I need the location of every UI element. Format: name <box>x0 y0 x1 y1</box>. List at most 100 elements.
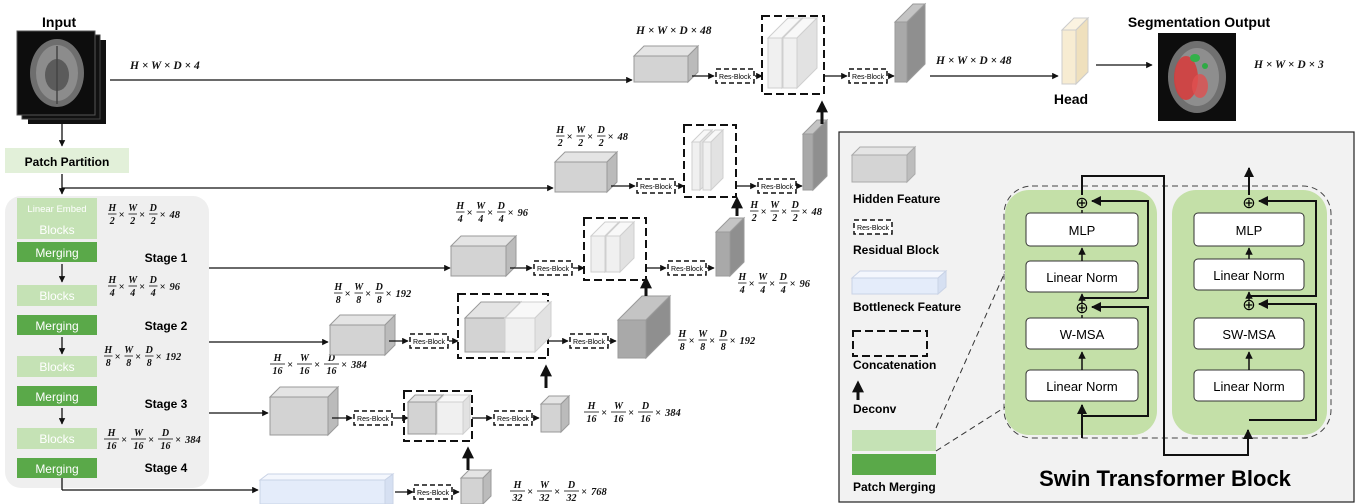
svg-text:×: × <box>487 208 493 219</box>
svg-text:Linear Norm: Linear Norm <box>1213 268 1285 283</box>
svg-text:8: 8 <box>356 295 361 306</box>
svg-text:D: D <box>779 272 787 283</box>
res-block: Res-Block <box>354 411 392 425</box>
input-title: Input <box>42 14 77 30</box>
svg-text:×: × <box>287 360 293 371</box>
res-block-label: Res-Block <box>573 339 605 346</box>
feature-cube <box>716 218 744 276</box>
svg-text:2: 2 <box>557 138 563 149</box>
svg-text:8: 8 <box>721 342 726 353</box>
svg-text:×: × <box>139 282 145 293</box>
svg-text:192: 192 <box>166 352 183 363</box>
residual-add-icon: ⊕ <box>1242 195 1255 212</box>
svg-text:W: W <box>540 480 550 491</box>
legend-patch-merging-label: Patch Merging <box>853 480 936 494</box>
svg-text:×: × <box>115 352 121 363</box>
svg-text:2: 2 <box>150 216 156 227</box>
patch-partition-label: Patch Partition <box>25 155 110 169</box>
feature-cube <box>634 46 698 82</box>
svg-text:4: 4 <box>739 285 745 296</box>
res-block-label: Res-Block <box>671 266 703 273</box>
svg-text:32: 32 <box>566 493 577 504</box>
svg-text:×: × <box>135 352 141 363</box>
res-block-label: Res-Block <box>417 490 449 497</box>
feature-cube <box>437 395 470 434</box>
dimension-label: H × W × D × 4 <box>129 60 200 72</box>
svg-text:H: H <box>555 125 565 136</box>
svg-text:×: × <box>761 207 767 218</box>
svg-text:4: 4 <box>498 214 504 225</box>
res-block-label: Res-Block <box>852 74 884 81</box>
feature-cube <box>461 470 491 504</box>
svg-text:×: × <box>314 360 320 371</box>
blocks-label: Blocks <box>39 223 74 237</box>
svg-text:4: 4 <box>477 214 483 225</box>
svg-text:H: H <box>333 282 343 293</box>
dimension-label: H4×W4×D4×96 <box>455 201 528 225</box>
feature-cube <box>451 236 516 276</box>
svg-text:8: 8 <box>336 295 341 306</box>
svg-text:32: 32 <box>512 493 523 504</box>
legend-residual-block-label: Residual Block <box>853 243 939 257</box>
feature-cube <box>541 396 569 432</box>
svg-text:2: 2 <box>598 138 604 149</box>
svg-text:×: × <box>608 132 614 143</box>
svg-text:4: 4 <box>129 288 135 299</box>
svg-text:×: × <box>365 289 371 300</box>
dimension-label: H × W × D × 3 <box>1253 59 1324 71</box>
output-title: Segmentation Output <box>1128 14 1271 30</box>
svg-text:D: D <box>375 282 383 293</box>
svg-text:4: 4 <box>457 214 463 225</box>
res-block-label: Res-Block <box>357 416 389 423</box>
svg-text:H: H <box>455 201 465 212</box>
res-block: Res-Block <box>854 220 892 234</box>
svg-text:×: × <box>554 487 560 498</box>
svg-text:W: W <box>134 428 144 439</box>
svg-text:Linear Norm: Linear Norm <box>1046 270 1118 285</box>
linear-embed-label: Linear Embed <box>27 204 86 215</box>
swin-title: Swin Transformer Block <box>1039 466 1292 491</box>
dimension-label: H × W × D × 48 <box>935 55 1012 67</box>
svg-text:4: 4 <box>780 285 786 296</box>
segmentation-output-image <box>1158 33 1236 121</box>
svg-text:H: H <box>107 428 117 439</box>
svg-text:384: 384 <box>350 360 367 371</box>
svg-text:D: D <box>719 329 727 340</box>
svg-text:2: 2 <box>577 138 583 149</box>
svg-text:384: 384 <box>664 408 681 419</box>
res-block: Res-Block <box>637 179 675 193</box>
svg-text:2: 2 <box>109 216 115 227</box>
legend-bottleneck-feature-label: Bottleneck Feature <box>853 300 961 314</box>
svg-text:×: × <box>160 210 166 221</box>
svg-text:SW-MSA: SW-MSA <box>1222 327 1276 342</box>
res-block: Res-Block <box>758 179 796 193</box>
dimension-label: H8×W8×D8×192 <box>677 329 756 353</box>
svg-text:×: × <box>567 132 573 143</box>
svg-text:Linear Norm: Linear Norm <box>1213 379 1285 394</box>
svg-text:D: D <box>497 201 505 212</box>
svg-text:48: 48 <box>811 207 823 218</box>
blocks-label: Blocks <box>39 360 74 374</box>
svg-text:2: 2 <box>792 213 798 224</box>
res-block-label: Res-Block <box>497 416 529 423</box>
svg-text:16: 16 <box>641 414 651 425</box>
dimension-label: H2×W2×D2×48 <box>749 200 822 224</box>
svg-text:×: × <box>121 435 127 446</box>
svg-text:W: W <box>576 125 586 136</box>
svg-text:D: D <box>145 345 153 356</box>
feature-cube <box>270 387 338 435</box>
svg-text:4: 4 <box>759 285 765 296</box>
svg-text:×: × <box>341 360 347 371</box>
svg-text:×: × <box>601 408 607 419</box>
svg-text:48: 48 <box>169 210 181 221</box>
svg-text:H × W × D × 48: H × W × D × 48 <box>635 25 712 37</box>
svg-text:H: H <box>749 200 759 211</box>
svg-text:D: D <box>597 125 605 136</box>
feature-cube <box>618 296 670 358</box>
svg-text:×: × <box>709 336 715 347</box>
svg-text:×: × <box>119 210 125 221</box>
svg-text:×: × <box>769 279 775 290</box>
res-block-label: Res-Block <box>537 266 569 273</box>
svg-text:×: × <box>119 282 125 293</box>
svg-text:Linear Norm: Linear Norm <box>1046 379 1118 394</box>
